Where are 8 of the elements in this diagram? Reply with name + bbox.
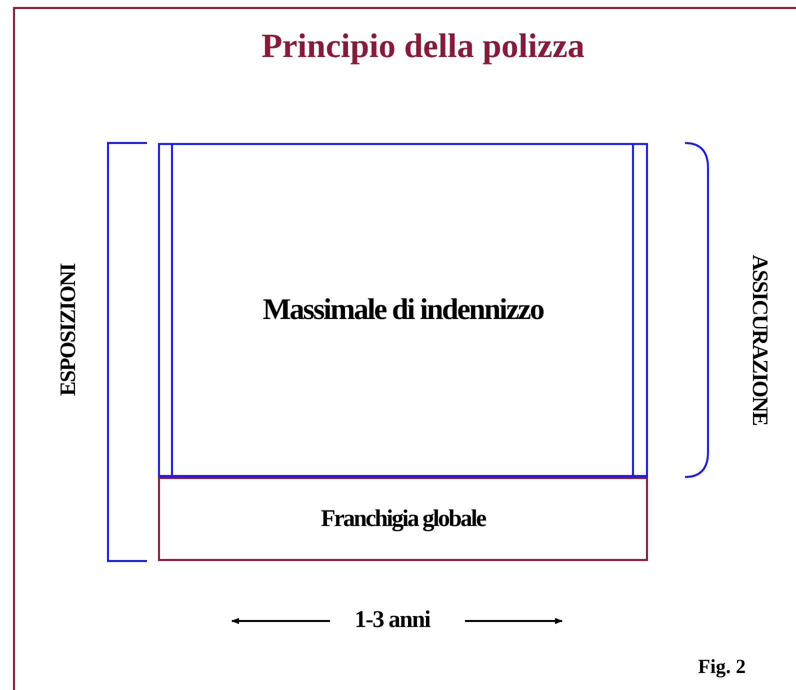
box-label: Franchigia globale (320, 506, 486, 532)
box-label: Massimale di indennizzo (262, 293, 544, 327)
figure-caption: Fig. 2 (698, 656, 746, 679)
title: Principio della polizza (260, 28, 586, 66)
bracket-label: ESPOSIZIONI (57, 264, 80, 396)
deductible-box (158, 477, 648, 561)
duration-label: 1-3 anni (354, 608, 430, 632)
bracket-label: ASSICURAZIONE (749, 254, 772, 426)
